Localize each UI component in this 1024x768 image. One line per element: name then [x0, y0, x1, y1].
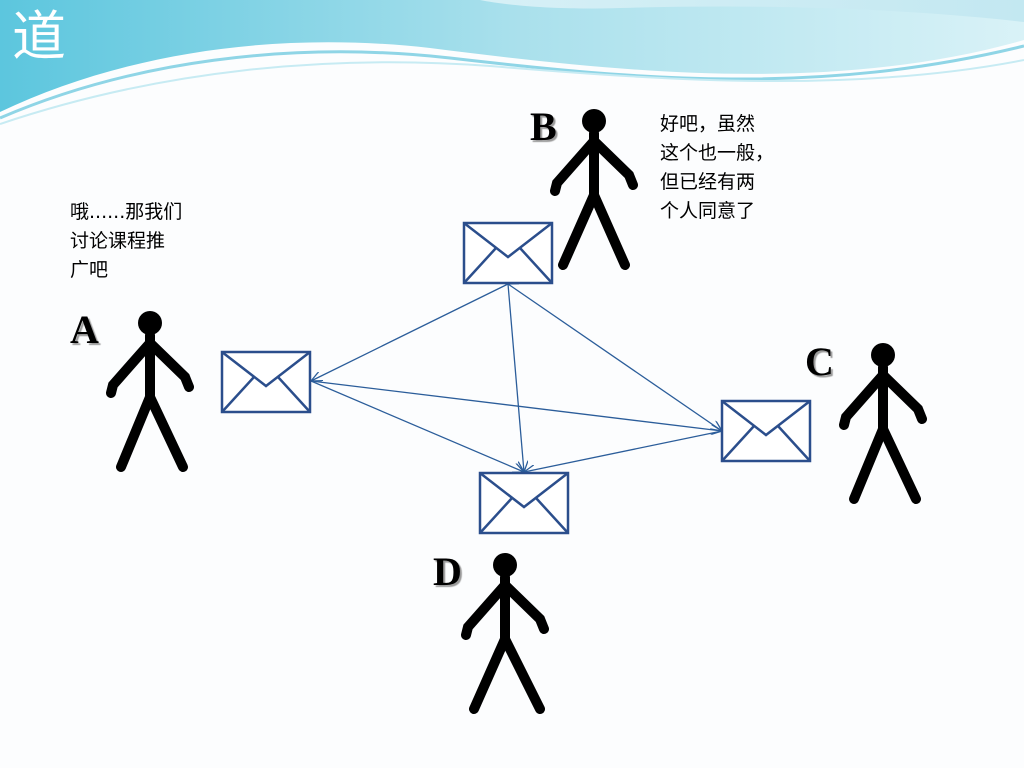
speech-a-line: 讨论课程推: [70, 230, 166, 252]
envelope-icon: [478, 471, 570, 535]
slide-title: 道: [12, 5, 66, 68]
speech-b-line: 个人同意了: [660, 200, 756, 222]
envelope-icon: [462, 221, 554, 285]
speech-a-line: 广吧: [70, 259, 109, 281]
arrow-a-to-d: [311, 381, 524, 472]
speech-b-line: 但已经有两: [660, 171, 756, 193]
person-label-c: C: [805, 339, 834, 384]
stick-figure-icon: [106, 311, 194, 472]
arrow-b-to-a: [311, 284, 508, 381]
speech-b: 好吧，虽然 这个也一般， 但已经有两 个人同意了: [660, 110, 774, 226]
speech-a: 哦......那我们 讨论课程推 广吧: [70, 198, 182, 285]
arrow-c-to-d: [524, 431, 722, 472]
stick-figure-icon: [461, 553, 549, 714]
envelope-icon: [720, 399, 812, 463]
arrow-b-to-d: [508, 284, 524, 472]
speech-a-line: 哦......那我们: [70, 201, 183, 223]
stick-figure-icon: [550, 109, 638, 270]
speech-b-line: 好吧，虽然: [660, 113, 756, 135]
person-label-a: A: [70, 307, 99, 352]
envelope-icon: [220, 350, 312, 414]
speech-b-line: 这个也一般，: [660, 142, 775, 164]
person-label-d: D: [433, 549, 462, 594]
stick-figure-icon: [839, 343, 927, 504]
person-label-b: B: [530, 104, 557, 149]
